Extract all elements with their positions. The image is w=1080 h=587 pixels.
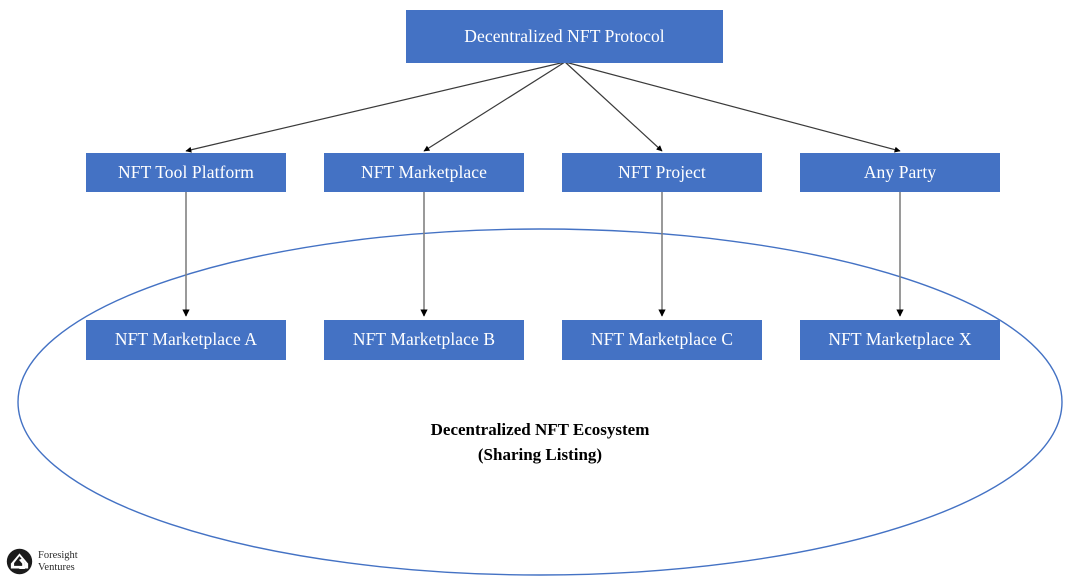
connector-protocol-to-any-party	[564, 61, 901, 153]
connector-protocol-to-nft-marketplace	[423, 61, 566, 152]
ecosystem-ellipse	[17, 228, 1063, 576]
connector-protocol-to-nft-project	[564, 61, 663, 152]
node-nft-marketplace[interactable]: NFT Marketplace	[324, 153, 524, 192]
node-decentralized-nft-protocol[interactable]: Decentralized NFT Protocol	[406, 10, 723, 63]
node-nft-project[interactable]: NFT Project	[562, 153, 762, 192]
ecosystem-caption-line1: Decentralized NFT Ecosystem	[430, 420, 650, 439]
node-label: Any Party	[863, 161, 937, 182]
node-label: NFT Marketplace B	[352, 329, 496, 350]
node-nft-marketplace-x[interactable]: NFT Marketplace X	[800, 320, 1000, 360]
watermark-line2: Ventures	[38, 561, 75, 573]
node-label: NFT Marketplace	[360, 161, 488, 182]
node-nft-marketplace-c[interactable]: NFT Marketplace C	[562, 320, 762, 360]
ecosystem-caption-line2: (Sharing Listing)	[477, 444, 603, 464]
node-label: NFT Tool Platform	[118, 161, 254, 182]
foresight-ventures-logo-icon	[6, 548, 33, 575]
node-label: NFT Project	[618, 161, 706, 182]
watermark-logo: Foresight Ventures	[6, 548, 78, 575]
ecosystem-caption: Decentralized NFT Ecosystem (Sharing Lis…	[0, 418, 1080, 467]
node-nft-marketplace-b[interactable]: NFT Marketplace B	[324, 320, 524, 360]
node-label: NFT Marketplace X	[828, 329, 972, 350]
node-nft-tool-platform[interactable]: NFT Tool Platform	[86, 153, 286, 192]
node-label: NFT Marketplace C	[590, 329, 734, 350]
node-label: NFT Marketplace A	[114, 329, 258, 350]
watermark-line1: Foresight	[38, 549, 78, 561]
node-any-party[interactable]: Any Party	[800, 153, 1000, 192]
watermark-logo-text: Foresight Ventures	[38, 550, 78, 574]
node-label: Decentralized NFT Protocol	[464, 25, 665, 46]
connector-protocol-to-nft-tool-platform	[185, 61, 566, 153]
node-nft-marketplace-a[interactable]: NFT Marketplace A	[86, 320, 286, 360]
